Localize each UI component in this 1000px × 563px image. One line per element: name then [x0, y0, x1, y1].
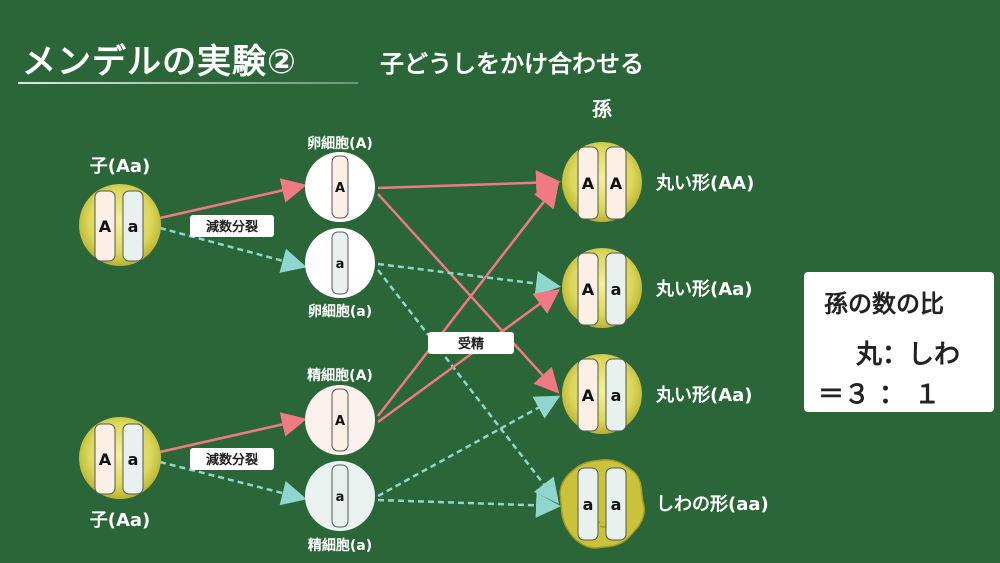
gamete-sperm-A: 精細胞(A) A — [305, 367, 375, 455]
parent-top: 子(Aa) A a — [79, 156, 161, 266]
fertilization-label-text: 受精 — [458, 336, 484, 352]
arrow-egga-aa — [377, 269, 560, 504]
gamete-egg-a-label: 卵細胞(a) — [308, 303, 372, 320]
arrow-eggA-AA — [377, 170, 561, 196]
gamete-sperm-a-label: 精細胞(a) — [308, 537, 372, 554]
meiosis-arrows — [159, 178, 307, 506]
ratio-row-values: ＝３ ： １ — [818, 380, 941, 410]
parent-bottom: A a 子(Aa) — [79, 417, 161, 531]
grandchild-Aa-2-gene-1: A — [582, 386, 595, 405]
grandchild-aa-label: しわの形(aa) — [656, 494, 769, 515]
title-underline — [18, 82, 358, 84]
grandchild-Aa-1-label: 丸い形(Aa) — [655, 279, 753, 300]
ratio-row-labels: 丸：しわ — [856, 340, 961, 370]
parent-bottom-label: 子(Aa) — [90, 510, 151, 531]
grandchild-aa-gene-1: a — [583, 495, 594, 514]
gamete-egg-a: a 卵細胞(a) — [305, 228, 375, 320]
grandchild-Aa-2-label: 丸い形(Aa) — [655, 385, 753, 406]
grandchildren-header: 孫 — [592, 97, 612, 121]
grandchild-aa: a a しわの形(aa) — [559, 458, 769, 549]
meiosis-label-bottom-text: 減数分裂 — [206, 452, 259, 468]
arrow-spermA-AA — [377, 182, 560, 417]
arrow-sperma-Aa2 — [377, 395, 561, 498]
grandchild-AA: A A 丸い形(AA) — [562, 142, 754, 222]
arrow-parent1-egg-a — [159, 226, 307, 273]
fertilization-arrows — [377, 170, 561, 518]
grandchild-AA-gene-1: A — [582, 174, 595, 193]
meiosis-label-bottom: 減数分裂 — [190, 448, 274, 470]
page-title: メンデルの実験② — [22, 42, 297, 82]
grandchild-aa-gene-2: a — [611, 495, 622, 514]
ratio-title: 孫の数の比 — [824, 290, 944, 318]
page-subtitle: 子どうしをかけ合わせる — [380, 50, 644, 78]
arrow-eggA-Aa2 — [377, 193, 560, 394]
grandchild-Aa-1: A a 丸い形(Aa) — [562, 248, 753, 328]
arrow-parent2-sperm-A — [159, 412, 307, 454]
gamete-egg-A-label: 卵細胞(A) — [307, 135, 373, 152]
parent-bottom-gene-1: A — [99, 450, 112, 469]
parent-bottom-gene-2: a — [128, 450, 139, 469]
gamete-sperm-a-gene: a — [336, 490, 345, 505]
arrow-parent2-sperm-a — [159, 460, 307, 506]
gamete-sperm-a: a 精細胞(a) — [305, 461, 375, 554]
meiosis-label-top: 減数分裂 — [190, 215, 274, 237]
parent-top-gene-1: A — [99, 217, 112, 236]
gamete-egg-A: 卵細胞(A) A — [305, 135, 375, 222]
gamete-sperm-A-gene: A — [335, 414, 345, 429]
arrow-sperma-aa — [377, 492, 561, 518]
meiosis-label-top-text: 減数分裂 — [206, 219, 259, 235]
gamete-egg-A-gene: A — [335, 181, 345, 196]
fertilization-label: 受精 — [428, 332, 514, 354]
parent-top-gene-2: a — [128, 217, 139, 236]
arrow-egga-Aa1 — [377, 262, 561, 296]
parent-top-label: 子(Aa) — [90, 156, 151, 177]
grandchild-Aa-1-gene-1: A — [582, 280, 595, 299]
arrow-spermA-Aa1 — [377, 289, 561, 424]
grandchild-Aa-2-gene-2: a — [611, 386, 622, 405]
grandchild-Aa-2: A a 丸い形(Aa) — [562, 354, 753, 434]
grandchild-Aa-1-gene-2: a — [611, 280, 622, 299]
grandchild-AA-label: 丸い形(AA) — [655, 173, 754, 194]
gamete-egg-a-gene: a — [336, 257, 345, 272]
ratio-box: 孫の数の比 丸：しわ ＝３ ： １ — [804, 272, 994, 412]
gamete-sperm-A-label: 精細胞(A) — [307, 367, 373, 384]
grandchild-AA-gene-2: A — [610, 174, 623, 193]
arrow-parent1-egg-A — [159, 178, 307, 220]
